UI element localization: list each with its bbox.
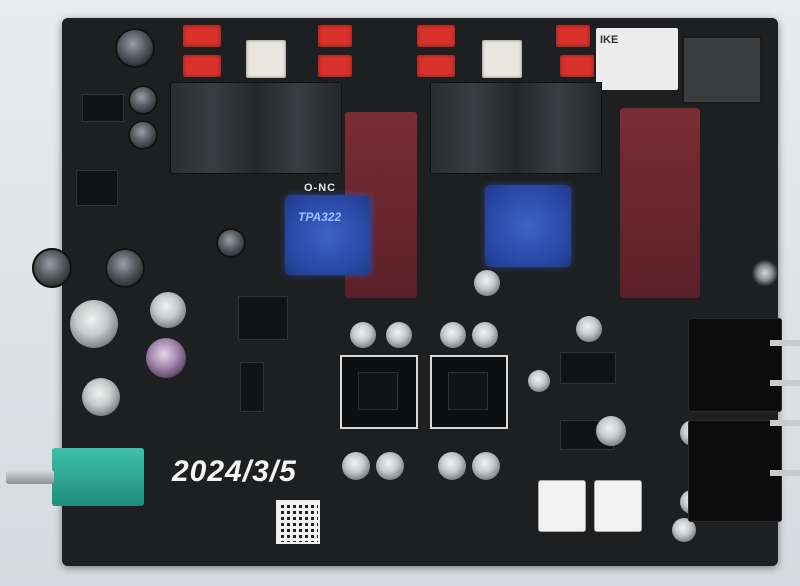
red-relay xyxy=(183,55,221,77)
electrolytic-capacitor xyxy=(128,120,158,150)
electrolytic-capacitor xyxy=(672,518,696,542)
electrolytic-capacitor xyxy=(342,452,370,480)
electrolytic-capacitor xyxy=(105,248,145,288)
chip-onc-marking: O-NC xyxy=(304,182,337,194)
smd-ic xyxy=(240,362,264,412)
electrolytic-capacitor xyxy=(70,300,118,348)
potentiometer-shaft xyxy=(6,470,54,484)
electrolytic-capacitor xyxy=(216,228,246,258)
xlr-connector xyxy=(688,318,782,412)
electrolytic-capacitor xyxy=(472,322,498,348)
rca-jack xyxy=(752,260,778,286)
red-relay xyxy=(556,25,590,47)
connector-pin xyxy=(770,340,800,346)
heatsink-left xyxy=(170,82,342,174)
dip-component xyxy=(594,480,642,532)
connector-pin xyxy=(770,470,800,476)
qr-code xyxy=(276,500,320,544)
electrolytic-capacitor xyxy=(438,452,466,480)
electrolytic-capacitor xyxy=(350,322,376,348)
electrolytic-capacitor xyxy=(472,452,500,480)
red-relay xyxy=(417,25,455,47)
dip-component xyxy=(538,480,586,532)
electrolytic-capacitor xyxy=(146,338,186,378)
qfp-controller-ic xyxy=(238,296,288,340)
opamp-chip-left xyxy=(358,372,398,410)
signal-relay xyxy=(596,28,678,90)
opamp-chip-right xyxy=(448,372,488,410)
amplifier-chip-right xyxy=(485,185,571,267)
heatsink-right xyxy=(430,82,602,174)
electrolytic-capacitor xyxy=(474,270,500,296)
smd-ic xyxy=(82,94,124,122)
chip-marking: TPA322 xyxy=(298,210,342,224)
electrolytic-capacitor xyxy=(128,85,158,115)
electrolytic-capacitor xyxy=(440,322,466,348)
electrolytic-capacitor xyxy=(82,378,120,416)
relay-connector xyxy=(246,40,286,78)
volume-potentiometer xyxy=(52,448,144,506)
date-silkscreen: 2024/3/5 xyxy=(172,455,297,488)
film-capacitor xyxy=(620,108,700,298)
electrolytic-capacitor xyxy=(150,292,186,328)
electrolytic-capacitor xyxy=(596,416,626,446)
connector-pin xyxy=(770,380,800,386)
electrolytic-capacitor xyxy=(528,370,550,392)
red-relay xyxy=(318,55,352,77)
electrolytic-capacitor xyxy=(115,28,155,68)
red-relay xyxy=(183,25,221,47)
electrolytic-capacitor xyxy=(376,452,404,480)
electrolytic-capacitor xyxy=(576,316,602,342)
red-relay xyxy=(417,55,455,77)
electrolytic-capacitor xyxy=(32,248,72,288)
relay-brand-label: IKE xyxy=(600,34,619,46)
smd-ic xyxy=(560,352,616,384)
amplifier-chip-left xyxy=(285,195,371,275)
relay-connector xyxy=(482,40,522,78)
power-connector xyxy=(682,36,762,104)
xlr-connector xyxy=(688,420,782,522)
red-relay xyxy=(560,55,594,77)
red-relay xyxy=(318,25,352,47)
connector-pin xyxy=(770,420,800,426)
smd-ic xyxy=(76,170,118,206)
electrolytic-capacitor xyxy=(386,322,412,348)
